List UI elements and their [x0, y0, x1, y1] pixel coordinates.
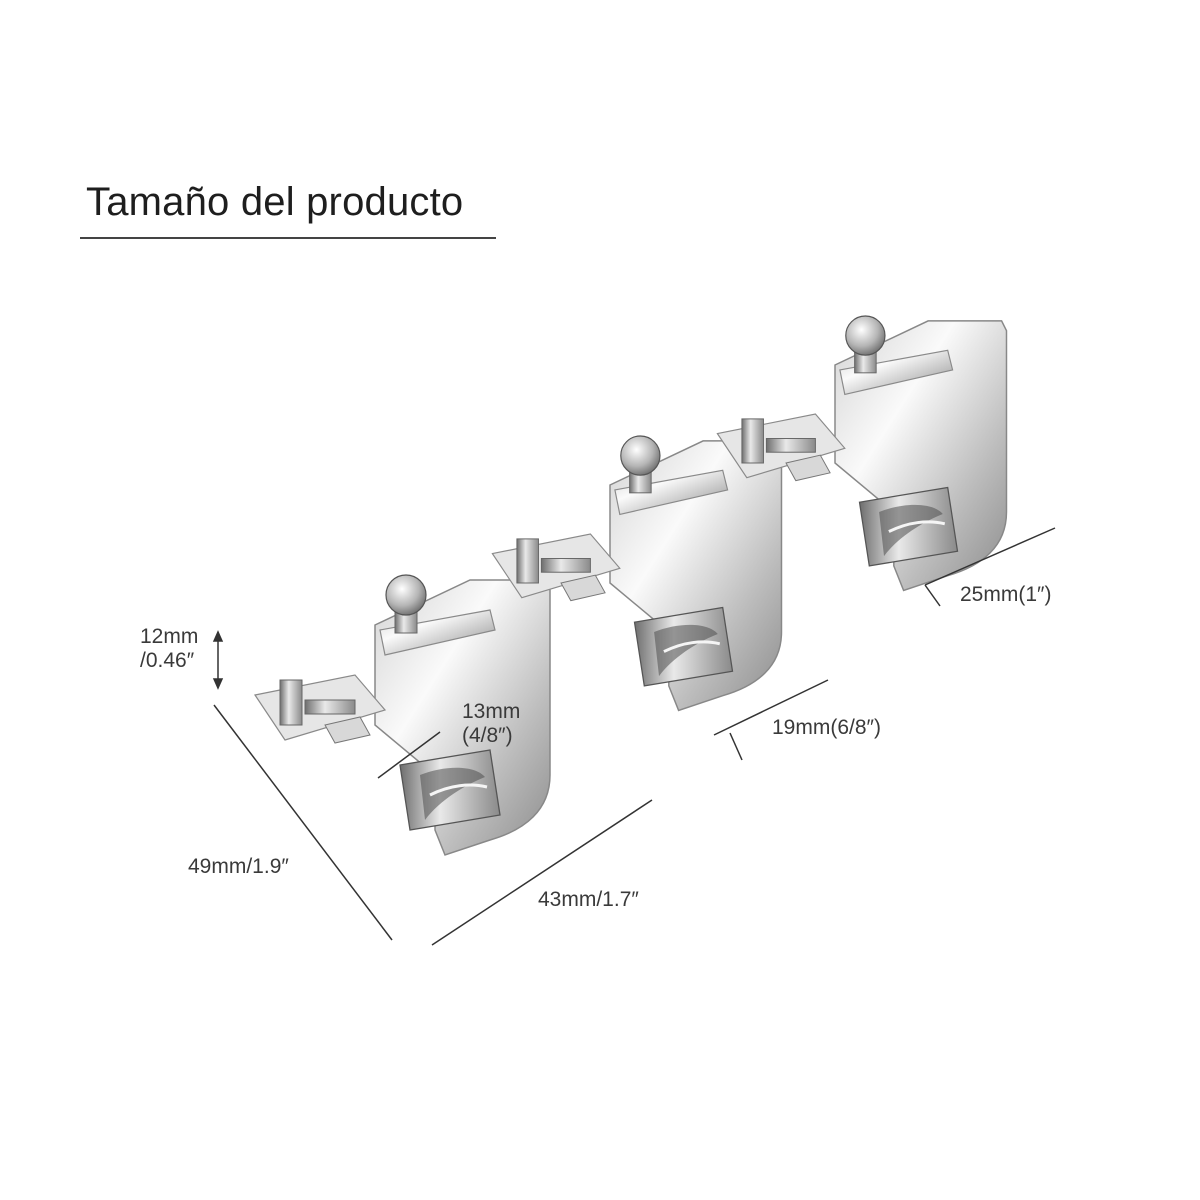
- hem-medium-dimension-line: [713, 679, 829, 736]
- length-dimension-line: [213, 704, 393, 941]
- arrow-up-icon: [212, 630, 224, 642]
- height-label: 12mm /0.46″: [140, 625, 198, 673]
- page-title: Tamaño del producto: [86, 180, 464, 224]
- width-dimension-line: [431, 799, 653, 946]
- hem-large-label: 25mm(1″): [960, 583, 1052, 606]
- hem-small-label: 13mm (4/8″): [462, 700, 520, 748]
- hem-medium-tick: [729, 732, 743, 761]
- width-label: 43mm/1.7″: [538, 888, 639, 911]
- hem-small-label-line1: 13mm: [462, 700, 521, 723]
- hem-large-tick: [924, 584, 941, 607]
- hem-small-label-line2: (4/8″): [462, 724, 513, 748]
- hem-large-dimension-line: [924, 527, 1056, 586]
- height-label-line2: /0.46″: [140, 649, 195, 673]
- hem-small-dimension-line: [377, 731, 441, 779]
- arrow-down-icon: [212, 678, 224, 690]
- dimension-lines: [212, 527, 1056, 946]
- height-label-line1: 12mm: [140, 625, 199, 648]
- length-label: 49mm/1.9″: [188, 855, 289, 878]
- title-underline: [80, 237, 496, 239]
- hem-medium-label: 19mm(6/8″): [772, 716, 881, 739]
